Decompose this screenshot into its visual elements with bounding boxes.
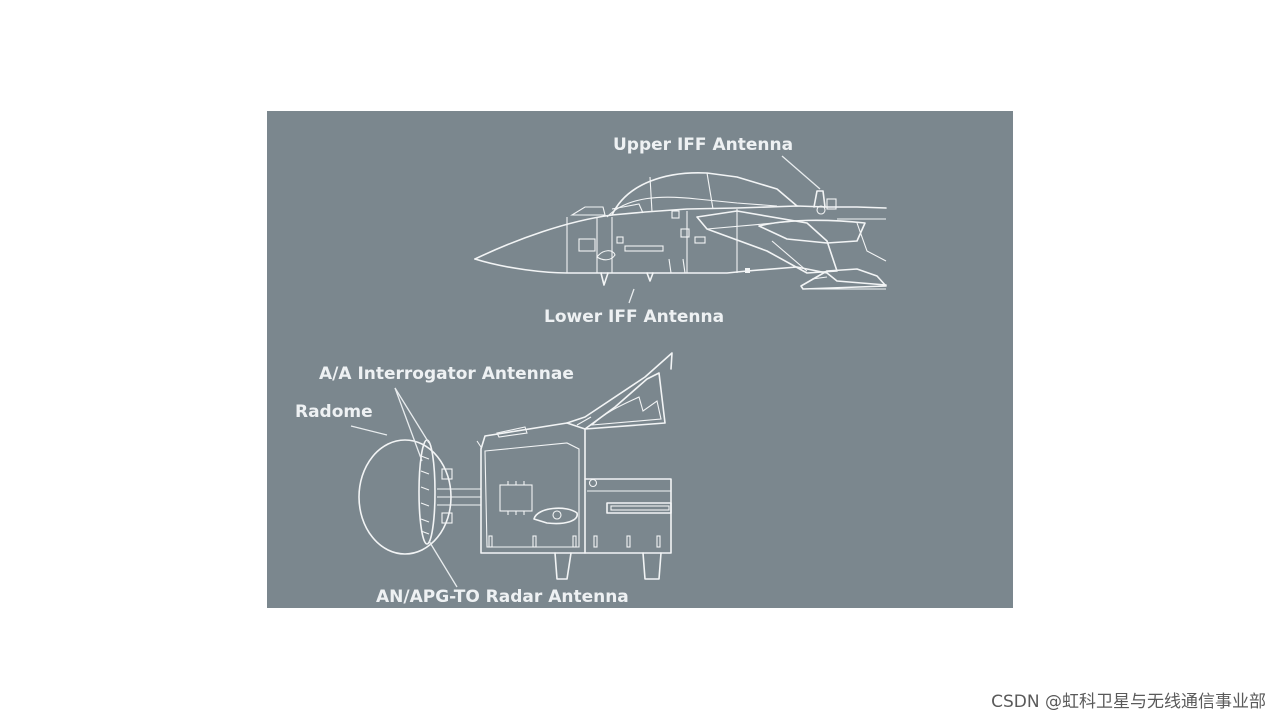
aircraft-antenna-diagram: Upper IFF Antenna Lower IFF Antenna A/A … [295, 135, 887, 607]
label-aa-interrogator-antennae: A/A Interrogator Antennae [319, 364, 574, 384]
watermark-text: CSDN @虹科卫星与无线通信事业部 [991, 692, 1266, 712]
label-lower-iff-antenna: Lower IFF Antenna [544, 307, 724, 327]
label-radome: Radome [295, 402, 373, 422]
aircraft-side-view [474, 172, 887, 290]
nose-radome-closeup [358, 352, 673, 580]
label-upper-iff-antenna: Upper IFF Antenna [613, 135, 793, 155]
diagram-panel: Upper IFF Antenna Lower IFF Antenna A/A … [267, 111, 1013, 608]
pointer-lines [350, 155, 821, 588]
label-radar-antenna: AN/APG-TO Radar Antenna [376, 587, 629, 607]
